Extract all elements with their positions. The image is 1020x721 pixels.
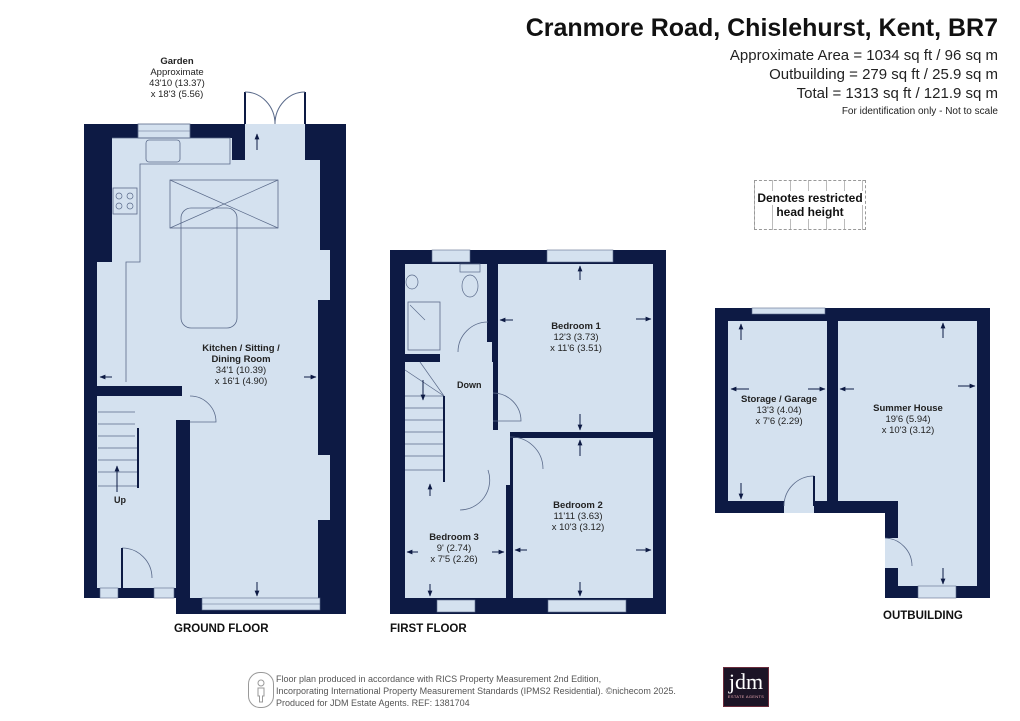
room-bedroom-1: Bedroom 1 12'3 (3.73) x 11'6 (3.51) — [550, 321, 602, 354]
stairs-down-label: Down — [457, 380, 482, 390]
legend-line-1: Denotes restricted — [756, 191, 864, 205]
footer-line-2: Incorporating International Property Mea… — [276, 686, 676, 696]
legend-line-2: head height — [775, 205, 845, 219]
garden-label: Garden Approximate 43'10 (13.37) x 18'3 … — [149, 56, 205, 100]
restricted-height-legend: Denotes restricted head height — [754, 180, 866, 230]
ground-floor-plan — [84, 91, 346, 614]
property-title: Cranmore Road, Chislehurst, Kent, BR7 — [525, 14, 998, 42]
footer-line-1: Floor plan produced in accordance with R… — [276, 674, 602, 684]
outbuilding-label: OUTBUILDING — [883, 610, 963, 622]
footer-credits: Floor plan produced in accordance with R… — [276, 673, 676, 709]
room-summer-house: Summer House 19'6 (5.94) x 10'3 (3.12) — [873, 403, 943, 436]
first-floor-label: FIRST FLOOR — [390, 623, 467, 635]
first-floor-plan — [390, 249, 666, 614]
room-storage-garage: Storage / Garage 13'3 (4.04) x 7'6 (2.29… — [740, 394, 818, 427]
outbuilding-area: Outbuilding = 279 sq ft / 25.9 sq m — [769, 66, 998, 83]
total-area: Total = 1313 sq ft / 121.9 sq m — [796, 85, 998, 102]
room-kitchen-sitting-dining: Kitchen / Sitting / Dining Room 34'1 (10… — [202, 343, 280, 387]
approximate-area: Approximate Area = 1034 sq ft / 96 sq m — [729, 47, 998, 64]
room-bedroom-2: Bedroom 2 11'11 (3.63) x 10'3 (3.12) — [551, 500, 605, 533]
room-bedroom-3: Bedroom 3 9' (2.74) x 7'5 (2.26) — [429, 532, 479, 565]
scale-disclaimer: For identification only - Not to scale — [841, 106, 998, 117]
stairs-up-label: Up — [114, 495, 126, 505]
footer-line-3: Produced for JDM Estate Agents. REF: 138… — [276, 698, 470, 708]
outbuilding-plan — [715, 307, 990, 599]
jdm-logo: jdm ESTATE AGENTS — [723, 667, 769, 707]
ground-floor-label: GROUND FLOOR — [174, 623, 269, 635]
person-icon — [248, 672, 274, 708]
